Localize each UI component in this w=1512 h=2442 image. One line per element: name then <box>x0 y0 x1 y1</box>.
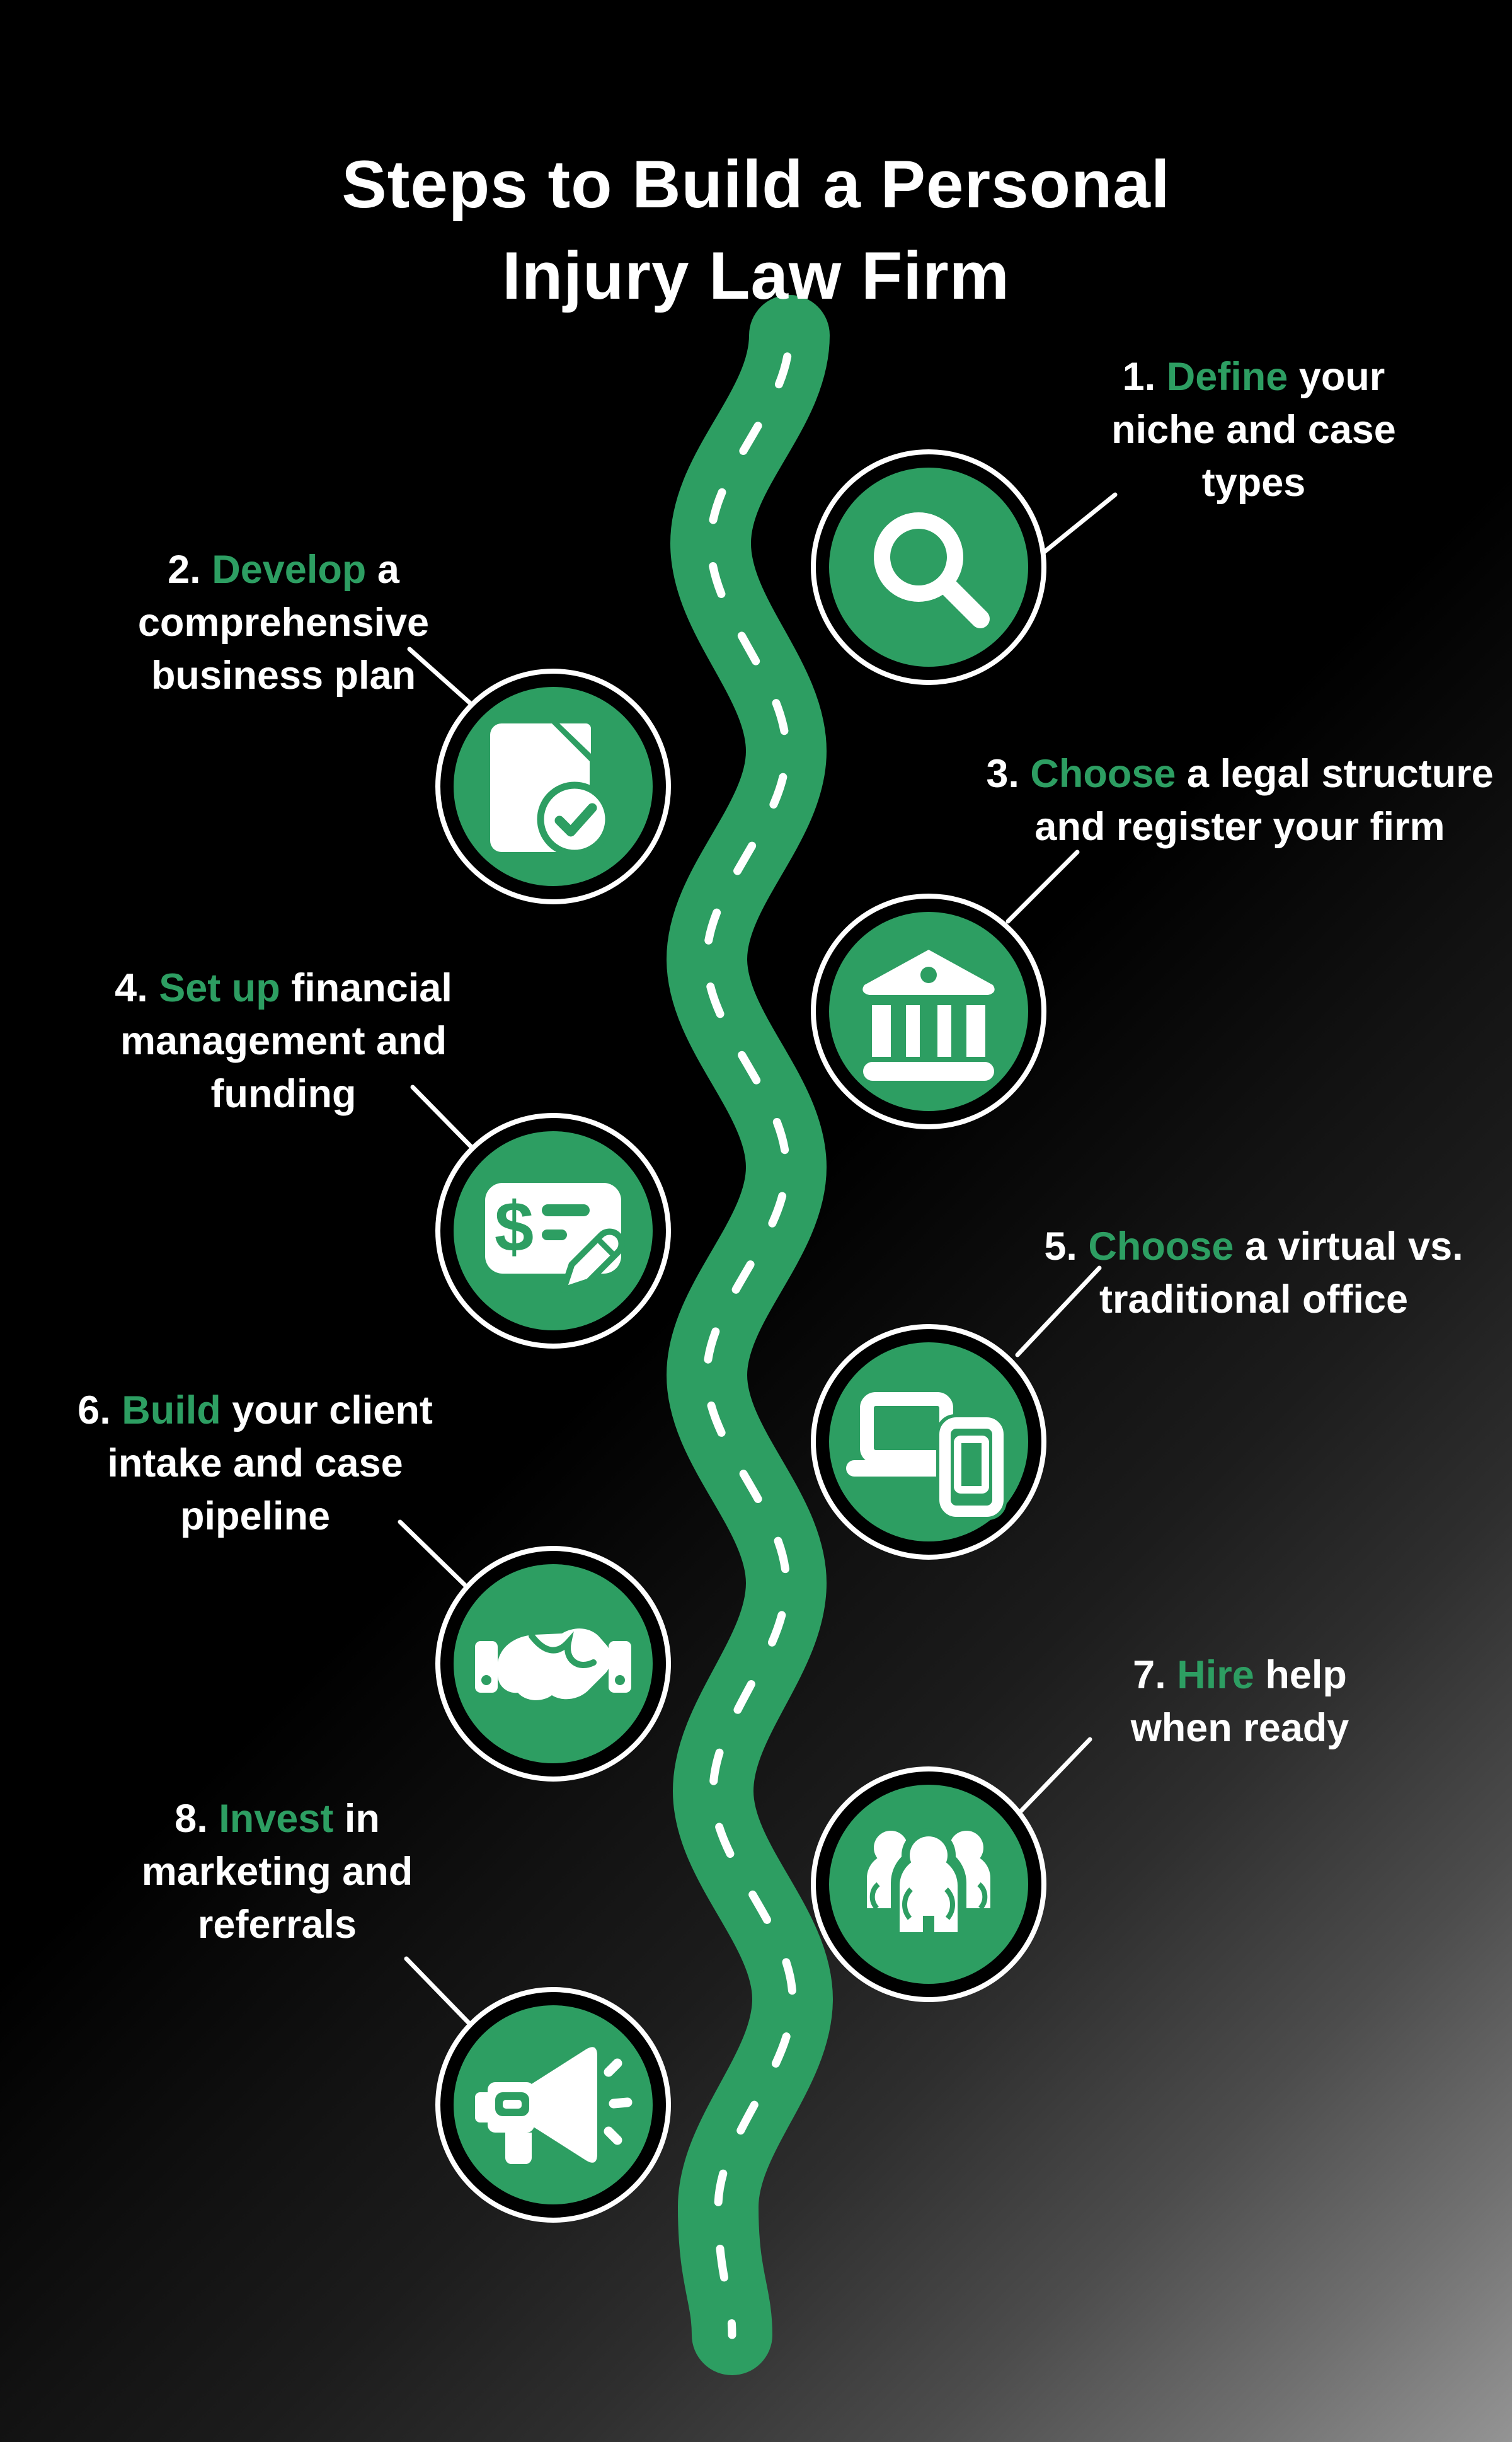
step-highlight: Set up <box>159 966 280 1010</box>
step-2-marker <box>435 669 671 904</box>
step-5-marker <box>811 1324 1046 1560</box>
step-1-marker <box>811 449 1046 685</box>
step-highlight: Hire <box>1177 1653 1254 1697</box>
step-rest: help when ready <box>1130 1653 1349 1750</box>
connector-1 <box>1031 492 1118 563</box>
step-highlight: Build <box>122 1388 221 1432</box>
step-4-marker: $ <box>435 1113 671 1349</box>
connector-6 <box>398 1519 472 1592</box>
connector-8 <box>404 1956 474 2028</box>
step-highlight: Invest <box>219 1797 334 1841</box>
winding-road <box>666 295 833 2375</box>
step-number: 8. <box>175 1797 208 1841</box>
step-highlight: Define <box>1166 355 1288 399</box>
team-icon <box>867 1828 990 1935</box>
step-7-text: 7. Hire help when ready <box>1082 1649 1397 1754</box>
step-6-text: 6. Build your client intake and case pip… <box>50 1384 460 1543</box>
laptop-phone-icon <box>846 1392 1007 1520</box>
step-rest: a legal structure and register your firm <box>1034 752 1494 849</box>
step-number: 2. <box>168 548 201 592</box>
step-rest: your niche and case types <box>1111 355 1396 505</box>
step-1-text: 1. Define your niche and case types <box>1077 350 1430 509</box>
step-3-text: 3. Choose a legal structure and register… <box>978 747 1501 853</box>
bank-building-icon <box>862 950 995 1081</box>
road-path <box>666 295 833 2375</box>
step-8-marker <box>435 1987 671 2223</box>
step-number: 3. <box>986 752 1019 796</box>
step-number: 1. <box>1122 355 1156 399</box>
page-title: Steps to Build a Personal Injury Law Fir… <box>341 146 1171 314</box>
marker-disc <box>829 912 1028 1111</box>
step-5-text: 5. Choose a virtual vs. traditional offi… <box>999 1220 1509 1326</box>
step-highlight: Choose <box>1030 752 1176 796</box>
connector-5 <box>1015 1265 1102 1357</box>
svg-text:$: $ <box>495 1187 534 1266</box>
step-7-marker <box>811 1766 1046 2002</box>
megaphone-icon <box>475 2047 633 2164</box>
money-check-pencil-icon: $ <box>485 1183 625 1293</box>
step-number: 5. <box>1044 1224 1077 1269</box>
step-rest: financial management and funding <box>120 966 452 1116</box>
step-highlight: Choose <box>1088 1224 1234 1269</box>
marker-disc <box>829 468 1028 667</box>
magnifying-glass-icon <box>874 512 990 628</box>
step-rest: your client intake and case pipeline <box>107 1388 433 1538</box>
step-3-marker <box>811 894 1046 1129</box>
step-rest: a virtual vs. traditional office <box>1099 1224 1463 1322</box>
step-8-text: 8. Invest in marketing and referrals <box>107 1792 447 1951</box>
step-2-text: 2. Develop a comprehensive business plan <box>107 543 460 702</box>
handshake-icon <box>475 1628 631 1700</box>
step-number: 4. <box>115 966 148 1010</box>
connector-4 <box>410 1085 481 1157</box>
document-check-icon <box>490 723 612 857</box>
step-rest: in marketing and referrals <box>141 1797 413 1947</box>
step-number: 7. <box>1133 1653 1166 1697</box>
connector-7 <box>1009 1737 1092 1824</box>
step-rest: a comprehensive business plan <box>137 548 430 698</box>
connector-lines <box>398 492 1118 2028</box>
road-dashes <box>702 331 797 2339</box>
step-highlight: Develop <box>212 548 367 592</box>
step-6-marker <box>435 1546 671 1782</box>
step-4-text: 4. Set up financial management and fundi… <box>63 962 504 1120</box>
connector-2 <box>407 647 481 713</box>
step-number: 6. <box>77 1388 111 1432</box>
connector-3 <box>1005 850 1080 924</box>
